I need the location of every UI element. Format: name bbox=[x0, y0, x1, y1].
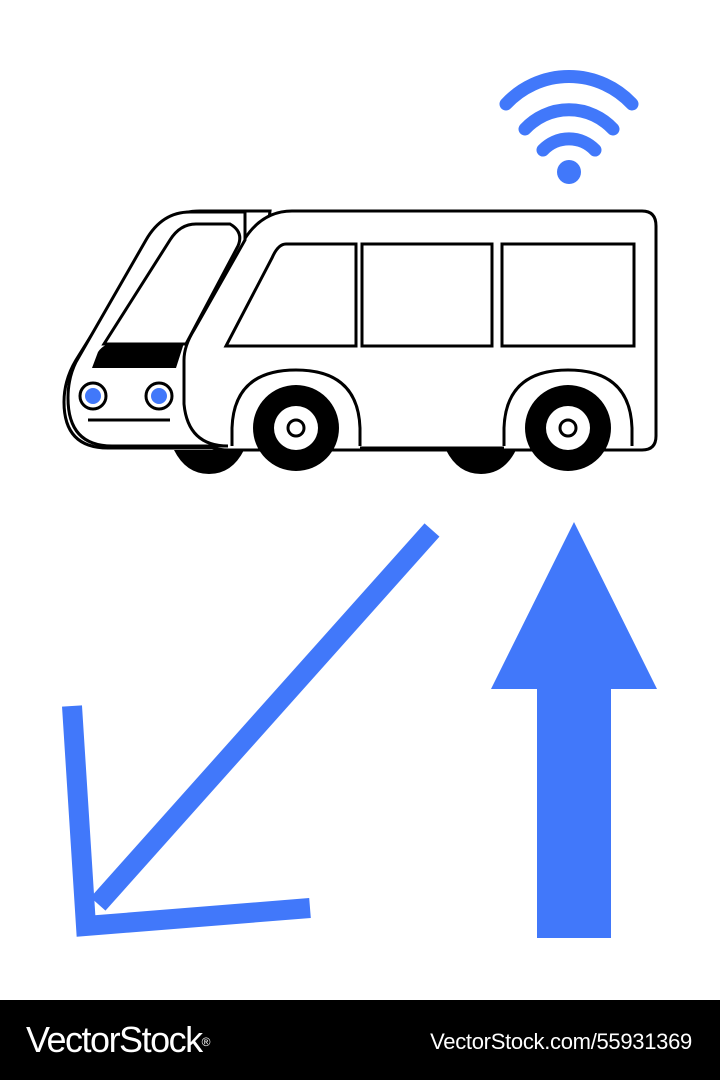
footer-logo-registered: ® bbox=[201, 1035, 211, 1049]
wifi-dot bbox=[557, 160, 581, 184]
autonomous-bus-icon bbox=[62, 209, 658, 474]
bus-headlight-right-lens bbox=[151, 388, 167, 404]
footer-image-id: VectorStock.com/55931369 bbox=[430, 1029, 692, 1054]
bus-window-rear bbox=[500, 242, 636, 348]
wifi-signal-icon bbox=[499, 70, 639, 184]
diagonal-arrow-head bbox=[62, 705, 311, 937]
up-arrow-icon bbox=[491, 522, 657, 938]
bus-headlight-left-lens bbox=[85, 388, 101, 404]
illustration bbox=[62, 70, 658, 938]
bus-visor bbox=[92, 343, 184, 368]
wifi-arc-middle bbox=[518, 103, 620, 136]
diagonal-down-left-arrow-icon bbox=[62, 523, 440, 937]
bus-window-front bbox=[223, 242, 358, 348]
footer-logo-text: VectorStock bbox=[26, 1019, 203, 1060]
wifi-arc-outer bbox=[499, 70, 639, 111]
diagonal-arrow-shaft bbox=[90, 523, 440, 911]
footer-bar: VectorStock® VectorStock.com/55931369 bbox=[0, 1000, 720, 1080]
bus-wheel-rear-hub bbox=[558, 418, 578, 438]
vectorstock-logo: VectorStock® bbox=[26, 1020, 210, 1060]
bus-shadow-rear bbox=[446, 450, 516, 474]
wifi-arc-inner bbox=[536, 132, 602, 157]
bus-shadow-front bbox=[174, 450, 244, 474]
bus-window-middle bbox=[360, 242, 494, 348]
bus-wheel-front-hub bbox=[286, 418, 306, 438]
bus-windshield bbox=[101, 222, 242, 346]
